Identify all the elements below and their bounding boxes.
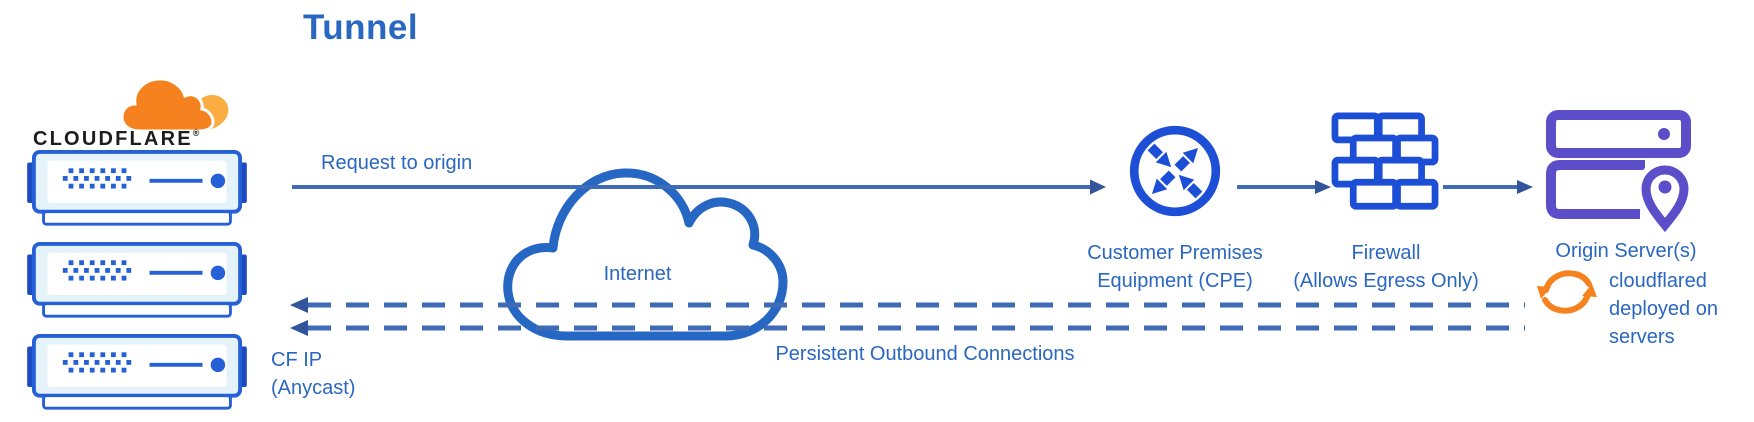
cpe-label-line1: Customer Premises — [1087, 242, 1263, 264]
firewall-label: Firewall (Allows Egress Only) — [1283, 239, 1489, 295]
rack-server-icon — [27, 150, 247, 226]
cloudflared-label-line3: servers — [1609, 326, 1675, 348]
persistent-connections-label: Persistent Outbound Connections — [775, 343, 1075, 365]
firewall-label-line2: (Allows Egress Only) — [1293, 270, 1479, 292]
page-title: Tunnel — [303, 8, 419, 47]
cf-ip-line1: CF IP — [271, 349, 323, 371]
internet-label: Internet — [603, 263, 672, 285]
request-to-origin-label: Request to origin — [321, 152, 473, 174]
rack-server-icon — [27, 334, 247, 410]
cpe-label: Customer Premises Equipment (CPE) — [1055, 239, 1295, 295]
cloudflare-logo-icon — [120, 77, 229, 133]
cloudflared-label-line1: cloudflared — [1609, 270, 1707, 292]
cloudflared-label-line2: deployed on — [1609, 298, 1718, 320]
origin-server-icon — [1546, 110, 1695, 241]
internet-cloud-icon — [503, 168, 788, 341]
cloudflared-label: cloudflared deployed on servers — [1609, 267, 1754, 351]
cloudflared-sync-icon — [1537, 270, 1597, 314]
firewall-label-line1: Firewall — [1351, 242, 1421, 264]
cloudflare-wordmark: CLOUDFLARE® — [33, 128, 199, 151]
registered-mark: ® — [192, 128, 200, 138]
cf-ip-label: CF IP (Anycast) — [271, 346, 355, 402]
firewall-icon — [1331, 112, 1439, 210]
origin-server-label: Origin Server(s) — [1555, 240, 1697, 262]
cpe-label-line2: Equipment (CPE) — [1097, 270, 1253, 292]
brand-text: CLOUDFLARE — [33, 128, 193, 150]
cf-ip-line2: (Anycast) — [271, 377, 356, 399]
cpe-router-icon — [1129, 125, 1221, 217]
rack-server-icon — [27, 242, 247, 318]
